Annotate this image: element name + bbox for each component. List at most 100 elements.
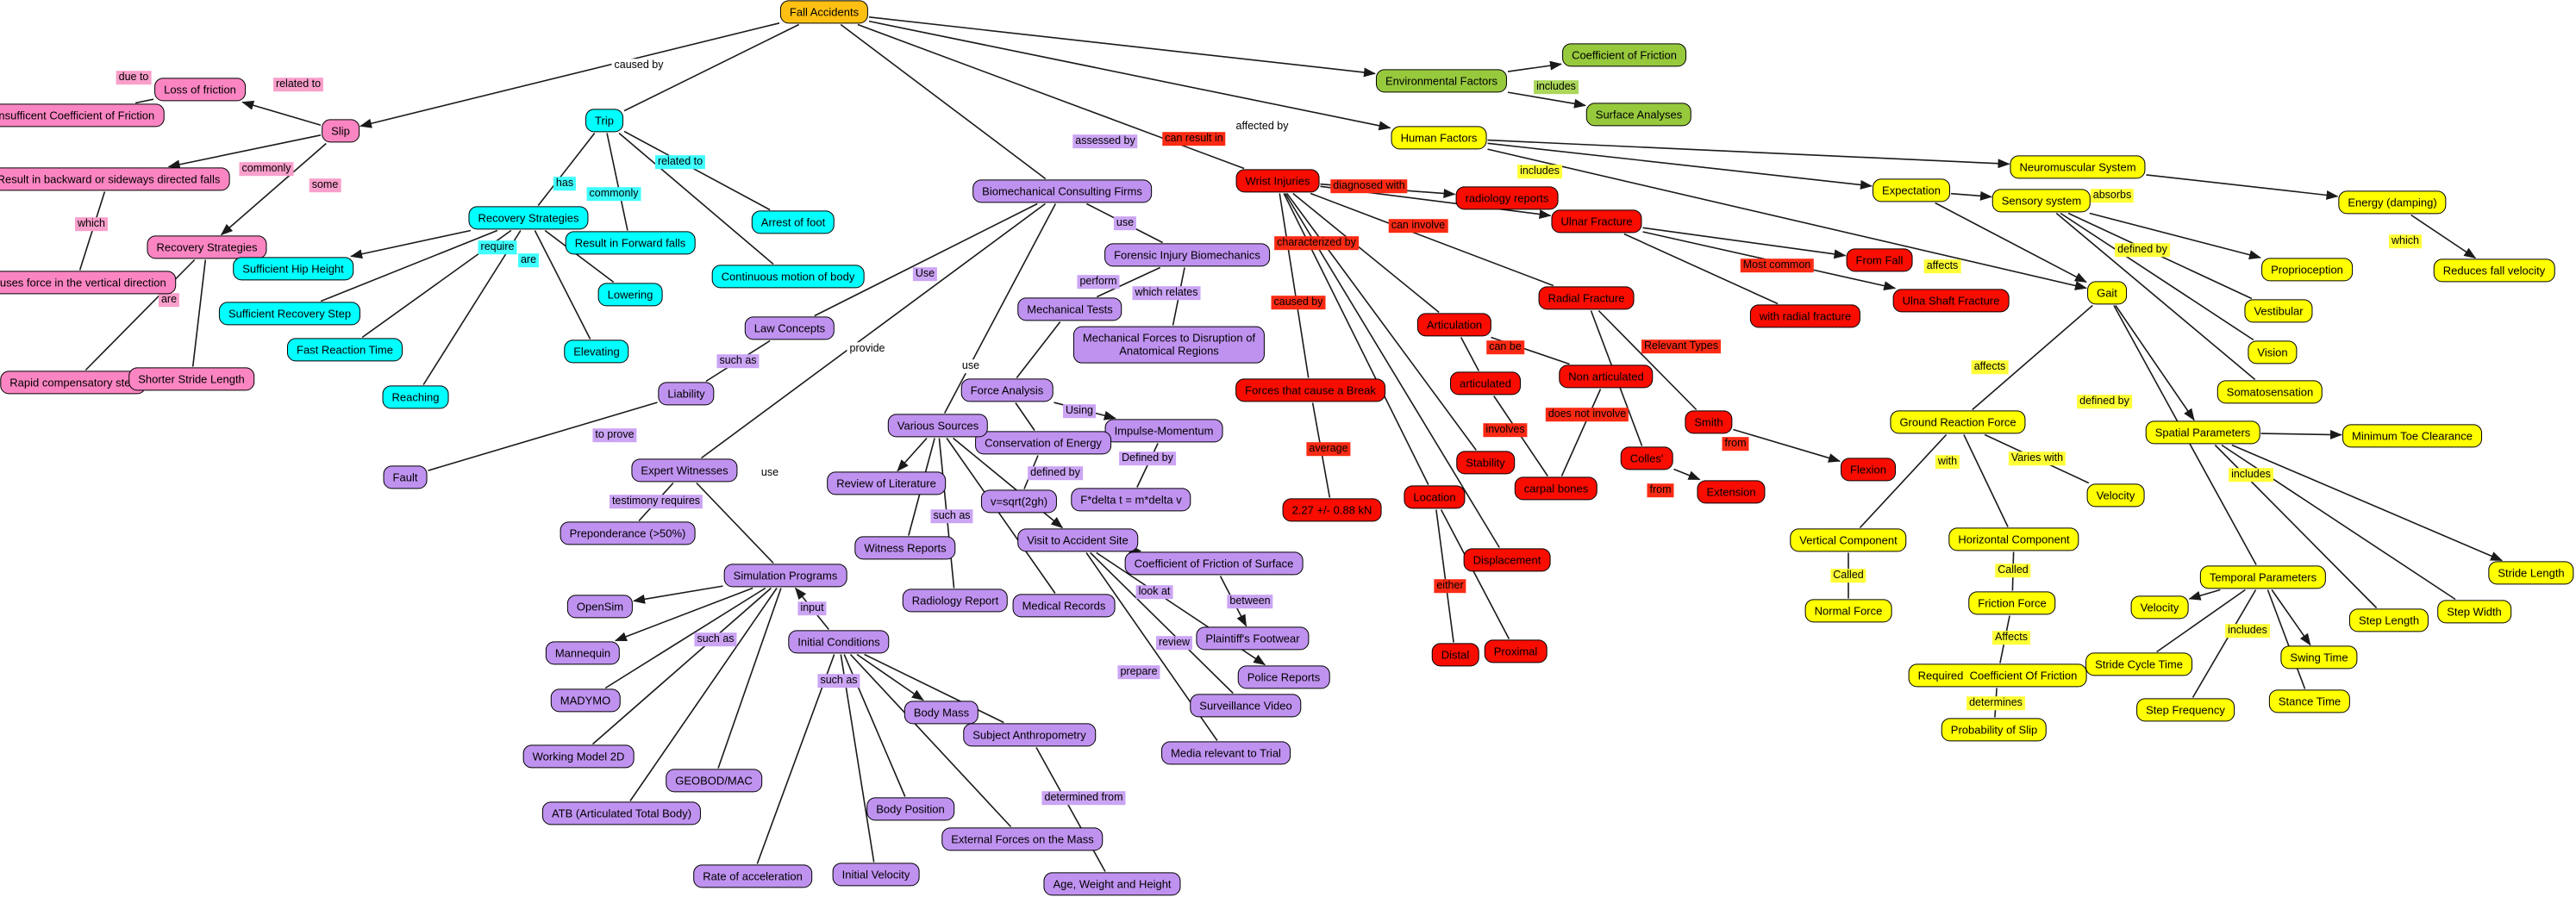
concept-articulation[interactable]: Articulation — [1416, 313, 1492, 337]
edge-label-can-result-in[interactable]: can result in — [1162, 132, 1226, 146]
concept-radial-fracture[interactable]: Radial Fracture — [1538, 286, 1635, 310]
edge-label-called-vertical[interactable]: Called — [1830, 569, 1866, 582]
concept-environmental-factors[interactable]: Environmental Factors — [1375, 69, 1508, 93]
concept-opensim[interactable]: OpenSim — [566, 595, 634, 619]
concept-fast-reaction-time[interactable]: Fast Reaction Time — [287, 338, 403, 362]
concept-spatial-parameters[interactable]: Spatial Parameters — [2145, 420, 2260, 445]
edge-label-affects-expectation[interactable]: affects — [1923, 259, 1961, 273]
edge-label-from-smith[interactable]: from — [1722, 437, 1749, 451]
concept-surveillance-video[interactable]: Surveillance Video — [1190, 694, 1302, 718]
concept-forces-break[interactable]: Forces that cause a Break — [1235, 378, 1385, 402]
edge-label-such-as-sources[interactable]: such as — [930, 509, 973, 523]
concept-v-sqrt[interactable]: v=sqrt(2gh) — [980, 489, 1058, 514]
concept-preponderance[interactable]: Preponderance (>50%) — [560, 521, 696, 545]
concept-ground-reaction-force[interactable]: Ground Reaction Force — [1890, 410, 2026, 434]
concept-rapid-compensatory-step[interactable]: Rapid compensatory step — [0, 371, 147, 395]
concept-probability-of-slip[interactable]: Probability of Slip — [1941, 718, 2048, 742]
concept-expectation[interactable]: Expectation — [1873, 178, 1950, 202]
concept-f-delta[interactable]: F*delta t = m*delta v — [1071, 488, 1191, 512]
edge-label-use-law[interactable]: Use — [912, 267, 938, 281]
concept-force-analysis[interactable]: Force Analysis — [960, 378, 1054, 402]
edge-label-average[interactable]: average — [1306, 442, 1351, 456]
concept-expert-witnesses[interactable]: Expert Witnesses — [631, 458, 738, 483]
edge-label-which-yellow[interactable]: which — [2389, 234, 2422, 248]
concept-radiology-reports[interactable]: radiology reports — [1455, 186, 1559, 210]
concept-police-reports[interactable]: Police Reports — [1237, 665, 1330, 689]
concept-velocity-grf[interactable]: Velocity — [2086, 483, 2145, 508]
edge-label-can-be[interactable]: can be — [1486, 340, 1524, 354]
concept-plaintiffs-footwear[interactable]: Plaintiff's Footwear — [1196, 626, 1310, 651]
concept-loss-of-friction[interactable]: Loss of friction — [154, 78, 246, 102]
concept-subject-anthropometry[interactable]: Subject Anthropometry — [963, 723, 1096, 747]
concept-neuromuscular-system[interactable]: Neuromuscular System — [2010, 155, 2146, 179]
edge-label-provide[interactable]: provide — [847, 342, 888, 356]
edge-label-caused-by[interactable]: caused by — [611, 59, 666, 72]
concept-madymo[interactable]: MADYMO — [550, 688, 621, 713]
edge-label-require[interactable]: require — [478, 240, 517, 254]
concept-mechanical-tests[interactable]: Mechanical Tests — [1017, 297, 1122, 321]
concept-fall-accidents[interactable]: Fall Accidents — [779, 0, 869, 24]
concept-reduces-fall-velocity[interactable]: Reduces fall velocity — [2433, 259, 2555, 283]
concept-ulnar-fracture[interactable]: Ulnar Fracture — [1551, 209, 1642, 234]
edge-label-use-forensic[interactable]: use — [1113, 216, 1137, 230]
concept-surface-analyses[interactable]: Surface Analyses — [1585, 103, 1692, 127]
concept-sensory-system[interactable]: Sensory system — [1991, 189, 2091, 213]
concept-somatosensation[interactable]: Somatosensation — [2216, 380, 2323, 404]
concept-liability[interactable]: Liability — [658, 382, 715, 406]
edge-label-includes-temporal[interactable]: includes — [2225, 624, 2270, 638]
edge-label-to-prove[interactable]: to prove — [592, 428, 637, 442]
concept-reaching[interactable]: Reaching — [382, 385, 449, 409]
concept-law-concepts[interactable]: Law Concepts — [744, 316, 835, 340]
concept-bcf[interactable]: Biomechanical Consulting Firms — [972, 179, 1152, 203]
edge-label-related-to-cyan[interactable]: related to — [654, 155, 706, 169]
concept-cof-surface[interactable]: Coefficient of Friction of Surface — [1124, 551, 1304, 576]
concept-geobod-mac[interactable]: GEOBOD/MAC — [666, 769, 762, 793]
edge-label-input[interactable]: input — [797, 601, 827, 615]
edge-label-either[interactable]: either — [1434, 579, 1466, 593]
edge-label-has[interactable]: has — [553, 177, 577, 190]
concept-visit-accident-site[interactable]: Visit to Accident Site — [1017, 528, 1138, 552]
edge-label-look-at[interactable]: look at — [1135, 585, 1173, 599]
concept-body-mass[interactable]: Body Mass — [903, 701, 979, 725]
edge-label-affects-friction[interactable]: Affects — [1992, 631, 2030, 645]
edge-label-from-colles[interactable]: from — [1647, 483, 1674, 497]
concept-elevating[interactable]: Elevating — [564, 339, 629, 364]
concept-atb[interactable]: ATB (Articulated Total Body) — [541, 801, 702, 825]
edge-label-includes-green[interactable]: includes — [1534, 80, 1579, 94]
concept-various-sources[interactable]: Various Sources — [887, 414, 989, 438]
concept-gait[interactable]: Gait — [2087, 281, 2127, 305]
concept-working-model-2d[interactable]: Working Model 2D — [522, 744, 635, 769]
edge-label-determines[interactable]: determines — [1966, 696, 2025, 710]
concept-location[interactable]: Location — [1404, 485, 1466, 509]
edge-label-are-pink[interactable]: are — [158, 293, 180, 307]
concept-initial-conditions[interactable]: Initial Conditions — [788, 630, 890, 654]
concept-normal-force[interactable]: Normal Force — [1804, 599, 1892, 623]
concept-mannequin[interactable]: Mannequin — [545, 641, 621, 665]
concept-wrist-injuries[interactable]: Wrist Injuries — [1235, 169, 1320, 193]
concept-media-relevant-trial[interactable]: Media relevant to Trial — [1161, 741, 1291, 765]
concept-age-weight-height[interactable]: Age, Weight and Height — [1043, 872, 1181, 896]
concept-step-width[interactable]: Step Width — [2437, 600, 2511, 624]
edge-label-most-common[interactable]: Most common — [1740, 259, 1814, 272]
concept-step-length[interactable]: Step Length — [2348, 608, 2429, 632]
edge-label-such-as-ic[interactable]: such as — [817, 674, 860, 688]
edge-label-involves[interactable]: involves — [1483, 423, 1528, 437]
concept-stride-cycle-time[interactable]: Stride Cycle Time — [2085, 652, 2192, 676]
concept-temporal-parameters[interactable]: Temporal Parameters — [2199, 565, 2327, 589]
edge-label-testimony-requires[interactable]: testimony requires — [609, 495, 703, 508]
concept-stance-time[interactable]: Stance Time — [2268, 689, 2351, 713]
concept-mechanical-forces-disruption[interactable]: Mechanical Forces to Disruption of Anato… — [1072, 326, 1266, 364]
edge-label-defined-by-im[interactable]: Defined by — [1119, 452, 1176, 465]
concept-proprioception[interactable]: Proprioception — [2261, 258, 2353, 282]
concept-with-radial-fracture[interactable]: with radial fracture — [1749, 304, 1861, 328]
edge-label-called-horizontal[interactable]: Called — [1995, 564, 2031, 577]
edge-label-assessed-by[interactable]: assessed by — [1072, 134, 1138, 148]
edge-label-does-not-involve[interactable]: does not involve — [1545, 408, 1629, 421]
edge-label-perform[interactable]: perform — [1077, 275, 1120, 289]
concept-articulated[interactable]: articulated — [1450, 371, 1521, 396]
concept-non-articulated[interactable]: Non articulated — [1559, 364, 1654, 389]
concept-sufficient-recovery-step[interactable]: Sufficient Recovery Step — [218, 302, 361, 326]
concept-carpal-bones[interactable]: carpal bones — [1514, 477, 1598, 501]
edge-label-commonly-pink[interactable]: commonly — [239, 162, 294, 176]
concept-velocity-temporal[interactable]: Velocity — [2130, 595, 2189, 620]
